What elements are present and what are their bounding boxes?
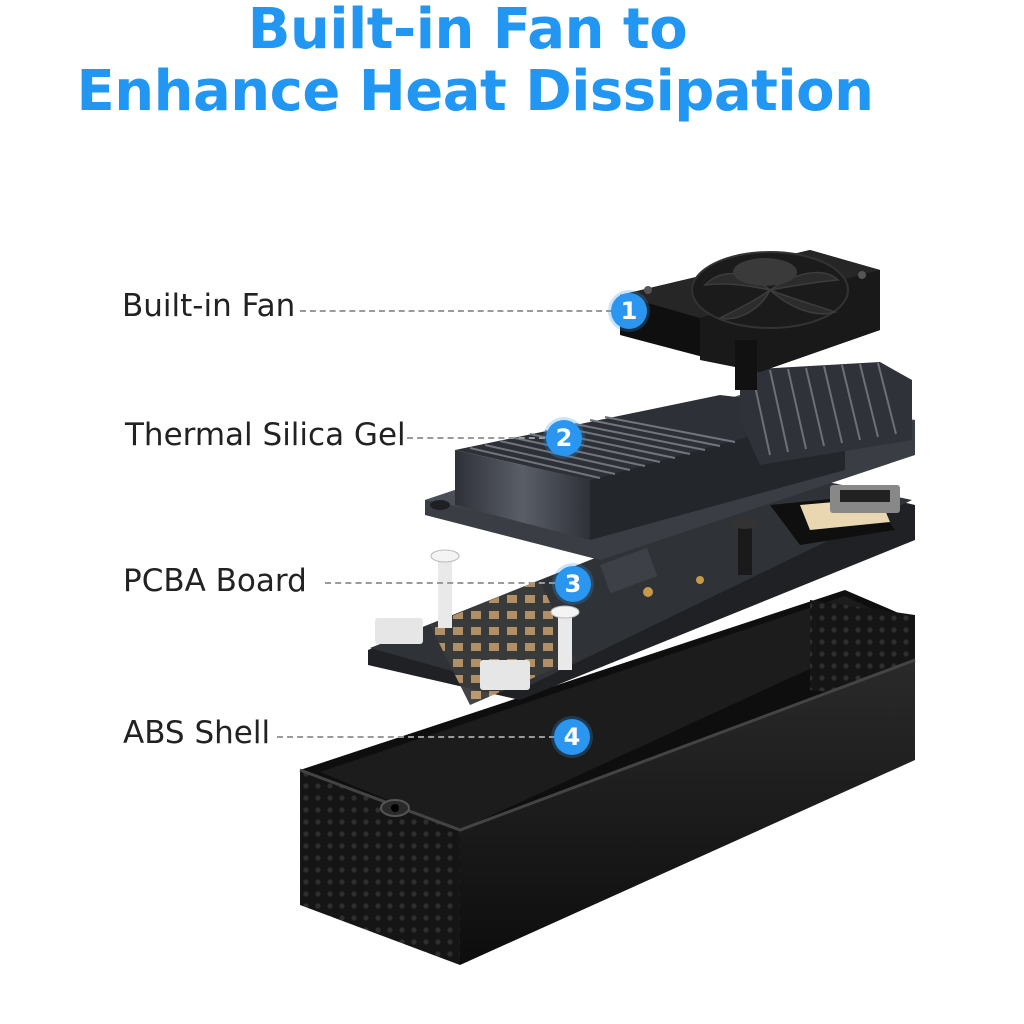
leader-line	[277, 736, 555, 738]
headline-line-1: Built-in Fan to	[247, 0, 688, 62]
callout-label-abs-shell: ABS Shell	[123, 715, 271, 751]
callout-label-thermal-silica-gel: Thermal Silica Gel	[125, 417, 406, 453]
pcba-board	[368, 476, 915, 705]
leader-line	[300, 310, 612, 312]
headline-line-2: Enhance Heat Dissipation	[76, 59, 874, 124]
leader-line	[407, 437, 545, 439]
callout-badge-4: 4	[554, 719, 590, 755]
fan	[620, 250, 880, 390]
abs-shell	[299, 590, 916, 965]
callout-label-built-in-fan: Built-in Fan	[122, 288, 296, 324]
leader-line	[325, 582, 555, 584]
callout-badge-2: 2	[546, 420, 582, 456]
callout-label-pcba-board: PCBA Board	[123, 563, 307, 599]
callout-badge-1: 1	[611, 293, 647, 329]
callout-badge-3: 3	[555, 566, 591, 602]
heatsink	[425, 362, 915, 560]
